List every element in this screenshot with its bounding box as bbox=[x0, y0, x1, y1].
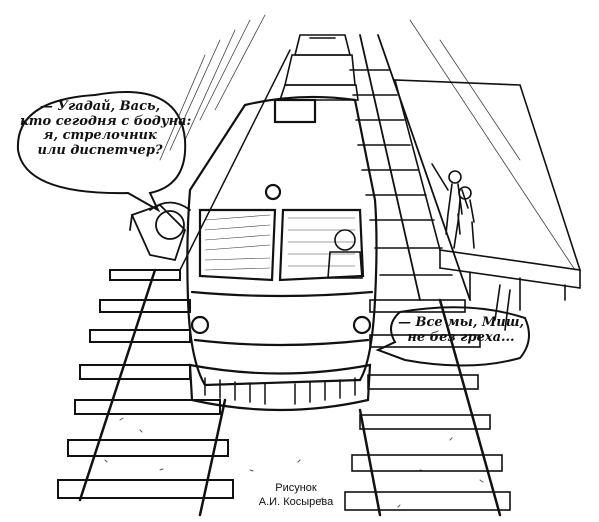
caption-line-2: А.И. Косырева bbox=[258, 495, 334, 508]
driver-leaning-out bbox=[129, 201, 191, 262]
windshield-shading bbox=[204, 214, 356, 271]
speech-line: или диспетчер? bbox=[37, 142, 163, 158]
speech-bubble-right bbox=[375, 306, 530, 367]
speech-line: я, стрелочник bbox=[43, 128, 157, 144]
locomotive bbox=[186, 95, 378, 412]
bumper-vents bbox=[204, 377, 356, 405]
speech-line: не без греха... bbox=[407, 329, 515, 345]
speech-bubble-right-text: — Все мы, Миш, не без греха... bbox=[398, 315, 524, 345]
artist-caption: Рисунок А.И. Косырева bbox=[236, 482, 356, 510]
speech-line: — Все мы, Миш, bbox=[398, 315, 524, 330]
caption-line-1: Рисунок bbox=[275, 482, 317, 494]
speech-bubble-left bbox=[16, 91, 187, 213]
train-carriages bbox=[278, 34, 359, 101]
driver-in-cab bbox=[327, 229, 363, 279]
speech-line: кто сегодня с бодуна: bbox=[20, 113, 192, 129]
people-on-platform bbox=[431, 163, 475, 249]
speech-line: — Угадай, Вась, bbox=[39, 99, 161, 114]
sky-hatching bbox=[159, 14, 576, 271]
right-sleepers bbox=[344, 69, 511, 511]
ballast-gravel bbox=[104, 417, 484, 508]
right-track bbox=[358, 34, 502, 517]
platform bbox=[393, 79, 582, 331]
left-track bbox=[78, 49, 291, 517]
speech-bubble-left-text: — Угадай, Вась, кто сегодня с бодуна: я,… bbox=[20, 99, 192, 158]
